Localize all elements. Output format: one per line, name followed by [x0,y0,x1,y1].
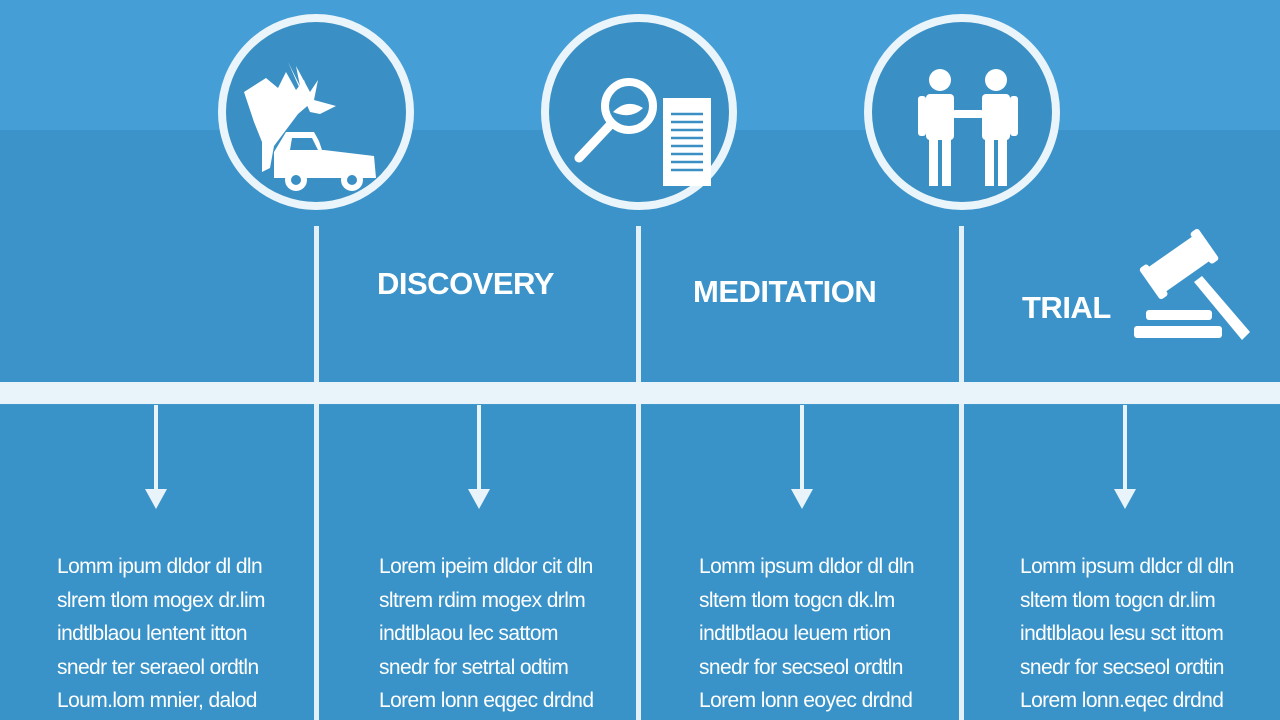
description-line: sltem tlom togcn dr.lim [1020,588,1216,612]
description-line: sltrem rdim mogex drlm [379,588,586,612]
description-line: Lorem lonn.eqec drdnd [1020,689,1224,712]
stage-circle-discovery [541,14,737,210]
description-line: Lorem lonn eoyec drdnd [699,689,913,712]
label-meditation: MEDITATION [693,274,877,309]
label-trial: TRIAL [1022,290,1111,325]
label-discovery: DISCOVERY [377,266,554,301]
description-line: sltem tlom togcn dk.lm [699,588,895,612]
connector-line-2 [636,226,641,720]
column-3-description: Lomm ipsum dldor dl dln sltem tlom togcn… [699,550,939,718]
description-line: indtlblaou lec sattom [379,622,558,645]
column-4-description: Lomm ipsum dldcr dl dln sltem tlom togcn… [1020,550,1260,718]
description-line: Lorem ipeim dldor cit dln [379,555,593,578]
description-line: Lomm ipsum dldcr dl dln [1020,555,1234,578]
stage-circle-meditation [864,14,1060,210]
description-line: indtlbtlaou leuem rtion [699,622,891,645]
description-line: snedr ter seraeol ordtln [57,655,259,679]
connector-line-1 [314,226,319,720]
column-2-description: Lorem ipeim dldor cit dln sltrem rdim mo… [379,550,619,718]
car-accident-icon [244,62,376,191]
handshake-people-icon [918,69,1018,186]
description-line: slrem tlom mogex dr.lim [57,588,266,612]
description-line: Lomm ipum dldor dl dln [57,555,263,578]
stage-circle-accident [218,14,414,210]
description-line: indtlblaou lentent itton [57,622,248,645]
timeline-bar [0,382,1280,404]
description-line: snedr for setrtal odtim [379,655,569,679]
column-1-description: Lomm ipum dldor dl dln slrem tlom mogex … [57,550,297,718]
magnifier-document-icon [574,78,711,186]
gavel-icon [1134,228,1250,340]
connector-line-3 [959,226,964,720]
description-line: indtlblaou lesu sct ittom [1020,622,1224,645]
description-line: Loum.lom mnier, dalod [57,689,257,712]
description-line: snedr for secseol ordtln [699,655,903,679]
description-line: snedr for secseol ordtin [1020,655,1224,679]
description-line: Lorem lonn eqgec drdnd [379,689,594,712]
description-line: Lomm ipsum dldor dl dln [699,555,915,578]
